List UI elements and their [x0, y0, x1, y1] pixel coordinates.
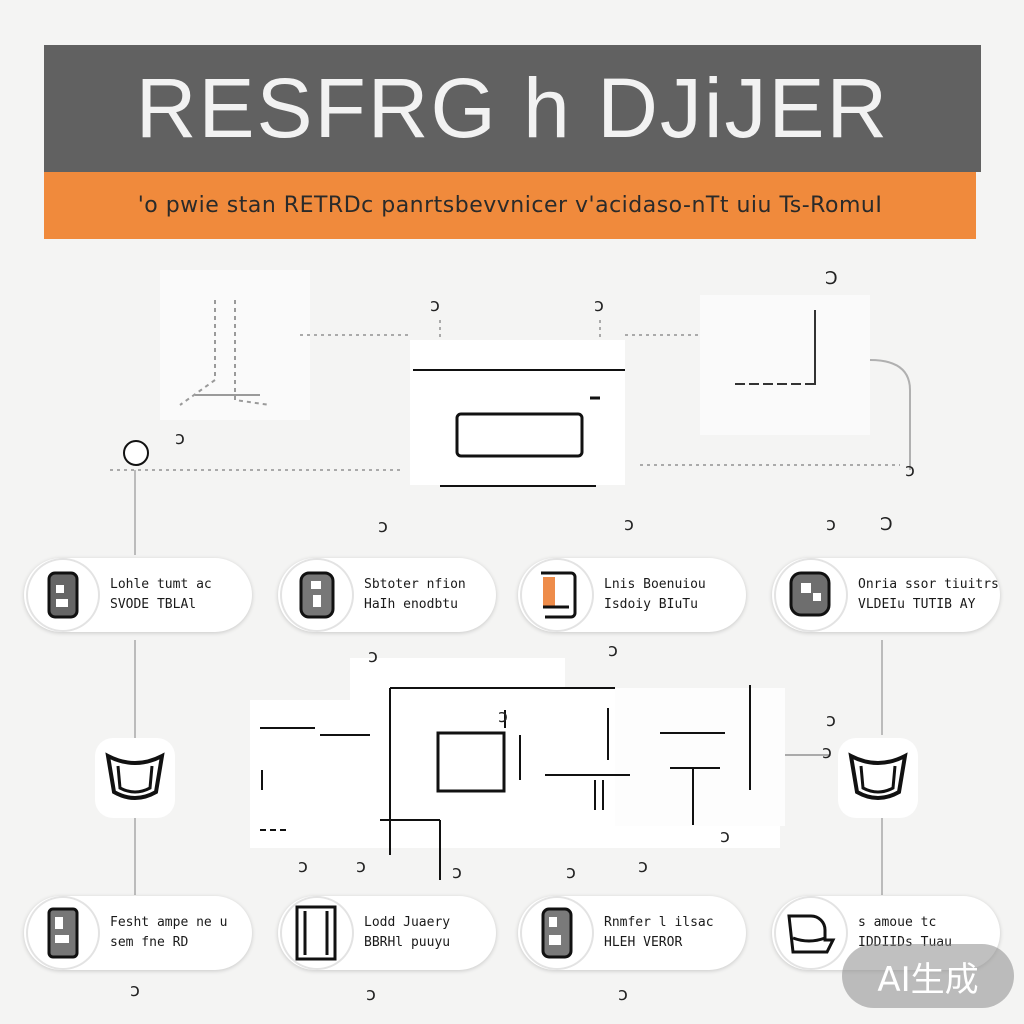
marker: ↄ: [366, 984, 376, 1005]
cup-icon: [95, 738, 175, 818]
bin-icon: [776, 898, 846, 968]
node-label-line2: HLEH VEROR: [604, 935, 683, 950]
connector-lines: [110, 320, 900, 471]
marker: ↄ: [298, 856, 308, 877]
node-label-line1: Lohle tumt ac: [110, 577, 212, 592]
marker: ↄ: [356, 856, 366, 877]
server-icon: [776, 560, 846, 630]
vertical-guides: [134, 470, 883, 895]
top-center-unit: [410, 340, 625, 487]
marker: Ↄ: [880, 514, 893, 535]
node-row2-1[interactable]: Fesht ampe ne u sem fne RD: [24, 896, 252, 970]
marker: ↄ: [175, 428, 185, 449]
node-label-line2: HaIh enodbtu: [364, 597, 458, 612]
node-row1-1[interactable]: Lohle tumt ac SVODE TBLAl: [24, 558, 252, 632]
marker: ↄ: [618, 984, 628, 1005]
middle-schematic: [250, 658, 830, 880]
marker: ↄ: [822, 742, 832, 763]
marker: ↄ: [594, 295, 604, 316]
node-label-line2: Isdoiy BIuTu: [604, 597, 698, 612]
marker: ↄ: [638, 856, 648, 877]
storage-icon: [282, 898, 352, 968]
marker: ↄ: [624, 514, 634, 535]
marker: ↄ: [826, 710, 836, 731]
node-label-line1: Fesht ampe ne u: [110, 915, 228, 930]
node-label-line1: Lnis Boenuiou: [604, 577, 706, 592]
page-title: RESFRG h DJiJER: [135, 61, 890, 155]
node-label-line2: SVODE TBLAl: [110, 597, 197, 612]
node-label-line2: sem fne RD: [110, 935, 189, 950]
marker: ↄ: [826, 514, 836, 535]
node-label-line2: BBRHl puuyu: [364, 935, 451, 950]
top-right-panel: [700, 295, 911, 470]
ai-generated-badge: AI生成: [842, 944, 1014, 1008]
door-icon: [522, 898, 592, 968]
top-left-panel: [160, 270, 310, 420]
node-label-line1: Sbtoter nfion: [364, 577, 466, 592]
node-label-line1: Onria ssor tiuitrs: [858, 577, 999, 592]
cabinet-icon: [282, 560, 352, 630]
page-subtitle: 'o pwie stan RETRDc panrtsbevvnicer v'ac…: [137, 193, 883, 218]
node-label-line1: Rnmfer l ilsac: [604, 915, 714, 930]
marker: ↄ: [368, 646, 378, 667]
marker: ↄ: [130, 980, 140, 1001]
marker: ↄ: [430, 295, 440, 316]
marker: ↄ: [498, 706, 508, 727]
device-icon: [28, 560, 98, 630]
marker: ↄ: [378, 516, 388, 537]
start-node: [123, 440, 149, 466]
marker: ↄ: [566, 862, 576, 883]
title-banner: RESFRG h DJiJER: [44, 45, 981, 172]
subtitle-banner: 'o pwie stan RETRDc panrtsbevvnicer v'ac…: [44, 172, 976, 239]
marker: Ↄ: [825, 268, 838, 289]
tray-icon: [28, 898, 98, 968]
panel-icon: [522, 560, 592, 630]
marker: ↄ: [720, 826, 730, 847]
node-label-line2: VLDEIu TUTIB AY: [858, 597, 976, 612]
node-label-line1: s amoue tc: [858, 915, 937, 930]
marker: ↄ: [452, 862, 462, 883]
marker: ↄ: [905, 460, 915, 481]
marker: ↄ: [608, 640, 618, 661]
cup-icon: [838, 738, 918, 818]
node-label-line1: Lodd Juaery: [364, 915, 451, 930]
